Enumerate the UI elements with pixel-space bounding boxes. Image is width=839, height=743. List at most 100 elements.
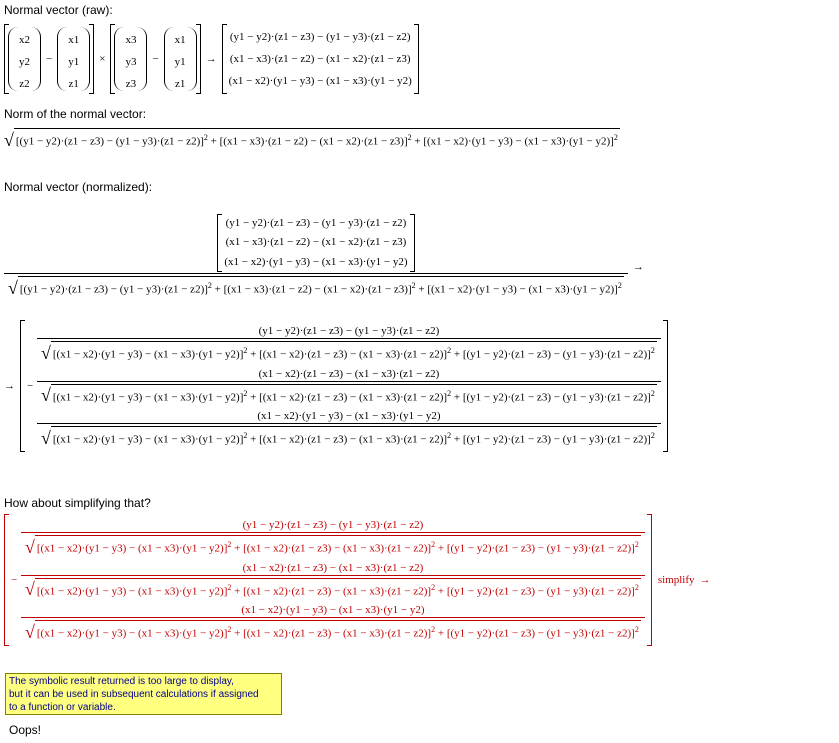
v0-y: y1 — [68, 56, 80, 68]
exponent: 2 — [447, 346, 452, 355]
den-a: [(x1 − x2)·(y1 − y3) − (x1 − x3)·(y1 − y… — [52, 391, 244, 404]
simplify-numerator-1: (y1 − y2)·(z1 − z3) − (y1 − y3)·(z1 − z2… — [242, 519, 424, 531]
norm-term-1: [(y1 − y2)·(z1 − z3) − (y1 − y3)·(z1 − z… — [15, 135, 204, 148]
label-simplify-question: How about simplifying that? — [4, 496, 151, 510]
den-c: [(y1 − y2)·(z1 − z3) − (y1 − y3)·(z1 − z… — [446, 627, 635, 640]
vector-v0: x1 y1 z1 — [57, 27, 91, 91]
minus-sign: − — [152, 53, 159, 65]
den-c: [(y1 − y2)·(z1 − z3) − (y1 − y3)·(z1 − z… — [462, 348, 651, 361]
exponent: 2 — [411, 281, 416, 290]
den-a: [(x1 − x2)·(y1 − y3) − (x1 − x3)·(y1 − y… — [52, 433, 244, 446]
den-b: [(x1 − x2)·(z1 − z3) − (x1 − x3)·(z1 − z… — [243, 585, 432, 598]
exponent: 2 — [650, 431, 655, 441]
exponent: 2 — [617, 281, 622, 290]
label-oops: Oops! — [9, 723, 42, 737]
normalized-fraction-expression[interactable]: (y1 − y2)·(z1 − z3) − (y1 − y3)·(z1 − z2… — [4, 214, 649, 297]
tooltip-line-1: The symbolic result returned is too larg… — [9, 676, 234, 687]
exponent: 2 — [447, 388, 452, 398]
cross-sign: × — [99, 53, 106, 65]
den-term-3: [(x1 − x2)·(y1 − y3) − (x1 − x3)·(y1 − y… — [427, 283, 618, 296]
exponent: 2 — [431, 540, 436, 549]
simplify-expression[interactable]: (y1 − y2)·(z1 − z3) − (y1 − y3)·(z1 − z2… — [4, 514, 716, 646]
vector-v2: x3 y3 z3 — [114, 27, 148, 91]
tooltip-line-2: but it can be used in subsequent calcula… — [9, 689, 259, 700]
v2-y: y3 — [125, 56, 137, 68]
result-numerator-2: (x1 − x2)·(z1 − z3) − (x1 − x3)·(z1 − z2… — [258, 367, 440, 380]
normalized-fraction: (y1 − y2)·(z1 − z3) − (y1 − y3)·(z1 − z2… — [4, 214, 628, 297]
sqrt-icon: √ — [4, 129, 14, 150]
minus-sign: − — [46, 53, 53, 65]
sqrt-icon: √ — [25, 536, 35, 557]
simplify-input-vector: (y1 − y2)·(z1 − z3) − (y1 − y3)·(z1 − z2… — [4, 514, 652, 646]
sqrt-icon: √ — [8, 277, 18, 298]
exponent: 2 — [650, 388, 655, 398]
exponent: 2 — [243, 346, 248, 355]
arrow-icon: → — [699, 573, 711, 586]
simplify-component-3: (x1 − x2)·(y1 − y3) − (x1 − x3)·(y1 − y2… — [21, 604, 645, 641]
v2-x: x3 — [125, 34, 137, 46]
cross-left-bracket: x2 y2 z2 − x1 y1 z1 — [4, 24, 95, 94]
den-c: [(y1 − y2)·(z1 − z3) − (y1 − y3)·(z1 − z… — [446, 585, 635, 598]
result-component-3: (x1 − x2)·(y1 − y3) − (x1 − x3)·(y1 − y2… — [37, 410, 661, 447]
result-numerator-1: (y1 − y2)·(z1 − z3) − (y1 − y3)·(z1 − z2… — [258, 325, 440, 337]
result-component-1: (y1 − y2)·(z1 − z3) − (y1 − y3)·(z1 − z2… — [37, 325, 661, 362]
simplify-numerator-3: (x1 − x2)·(y1 − y3) − (x1 − x3)·(y1 − y2… — [241, 604, 425, 617]
norm-sqrt: √ [(y1 − y2)·(z1 − z3) − (y1 − y3)·(z1 −… — [4, 128, 620, 150]
den-a: [(x1 − x2)·(y1 − y3) − (x1 − x3)·(y1 − y… — [36, 627, 228, 640]
sqrt-icon: √ — [41, 427, 51, 448]
result-component-2: (x1 − x2)·(z1 − z3) − (x1 − x3)·(z1 − z2… — [37, 367, 661, 406]
exponent: 2 — [650, 346, 655, 355]
den-c: [(y1 − y2)·(z1 − z3) − (y1 − y3)·(z1 − z… — [446, 542, 635, 555]
sqrt-icon: √ — [41, 385, 51, 406]
den-b: [(x1 − x2)·(z1 − z3) − (x1 − x3)·(z1 − z… — [259, 391, 448, 404]
arrow-icon: → — [632, 261, 644, 274]
den-b: [(x1 − x2)·(z1 − z3) − (x1 − x3)·(z1 − z… — [243, 542, 432, 555]
exponent: 2 — [431, 582, 436, 592]
vector-v1: x2 y2 z2 — [8, 27, 41, 91]
v0-x: x1 — [174, 34, 186, 46]
result-numerator-3: (x1 − x2)·(y1 − y3) − (x1 − x3)·(y1 − y2… — [257, 410, 441, 423]
norm-expression[interactable]: √ [(y1 − y2)·(z1 − z3) − (y1 − y3)·(z1 −… — [4, 128, 620, 149]
den-c: [(y1 − y2)·(z1 − z3) − (y1 − y3)·(z1 − z… — [462, 433, 651, 446]
cross-right-bracket: x3 y3 z3 − x1 y1 z1 — [110, 24, 201, 94]
exponent: 2 — [207, 281, 212, 290]
exponent: 2 — [431, 625, 436, 635]
den-c: [(y1 − y2)·(z1 − z3) − (y1 − y3)·(z1 − z… — [462, 391, 651, 404]
vector-v0: x1 y1 z1 — [163, 27, 197, 91]
v1-z: z2 — [19, 78, 30, 90]
normalized-numerator-vector: (y1 − y2)·(z1 − z3) − (y1 − y3)·(z1 − z2… — [217, 214, 415, 272]
v1-y: y2 — [19, 56, 30, 68]
v0-z: z1 — [174, 78, 186, 90]
exponent: 2 — [227, 582, 232, 592]
simplify-component-1: (y1 − y2)·(z1 − z3) − (y1 − y3)·(z1 − z2… — [21, 519, 645, 556]
num-z: (x1 − x2)·(y1 − y3) − (x1 − x3)·(y1 − y2… — [224, 255, 408, 268]
exponent: 2 — [407, 133, 412, 142]
v0-y: y1 — [174, 56, 186, 68]
arrow-icon: → — [4, 379, 15, 392]
exponent: 2 — [227, 540, 232, 549]
label-normalized: Normal vector (normalized): — [4, 180, 153, 194]
v1-x: x2 — [19, 34, 30, 46]
den-b: [(x1 − x2)·(z1 − z3) − (x1 − x3)·(z1 − z… — [243, 627, 432, 640]
exponent: 2 — [447, 431, 452, 441]
exponent: 2 — [634, 625, 639, 635]
den-term-1: [(y1 − y2)·(z1 − z3) − (y1 − y3)·(z1 − z… — [19, 283, 208, 296]
normalized-result[interactable]: → (y1 − y2)·(z1 − z3) − (y1 − y3)·(z1 − … — [4, 320, 668, 452]
sqrt-icon: √ — [25, 621, 35, 642]
den-b: [(x1 − x2)·(z1 − z3) − (x1 − x3)·(z1 − z… — [259, 348, 448, 361]
arrow-icon: → — [205, 53, 217, 65]
den-a: [(x1 − x2)·(y1 − y3) − (x1 − x3)·(y1 − y… — [52, 348, 244, 361]
den-term-2: [(x1 − x3)·(z1 − z2) − (x1 − x2)·(z1 − z… — [223, 283, 412, 296]
norm-term-3: [(x1 − x2)·(y1 − y3) − (x1 − x3)·(y1 − y… — [423, 135, 614, 148]
tooltip-line-3: to a function or variable. — [9, 702, 116, 713]
sign: − — [11, 573, 18, 586]
exponent: 2 — [634, 582, 639, 592]
sign: − — [27, 379, 34, 392]
label-raw: Normal vector (raw): — [4, 3, 113, 17]
raw-expression[interactable]: x2 y2 z2 − x1 y1 z1 × x3 y3 z3 — [4, 24, 419, 94]
simplify-keyword: simplify — [657, 573, 695, 586]
exponent: 2 — [227, 625, 232, 635]
num-y: (x1 − x3)·(z1 − z2) − (x1 − x2)·(z1 − z3… — [225, 236, 407, 249]
num-x: (y1 − y2)·(z1 − z3) − (y1 − y3)·(z1 − z2… — [225, 217, 407, 230]
raw-result-vector: (y1 − y2)·(z1 − z3) − (y1 − y3)·(z1 − z2… — [221, 24, 419, 94]
